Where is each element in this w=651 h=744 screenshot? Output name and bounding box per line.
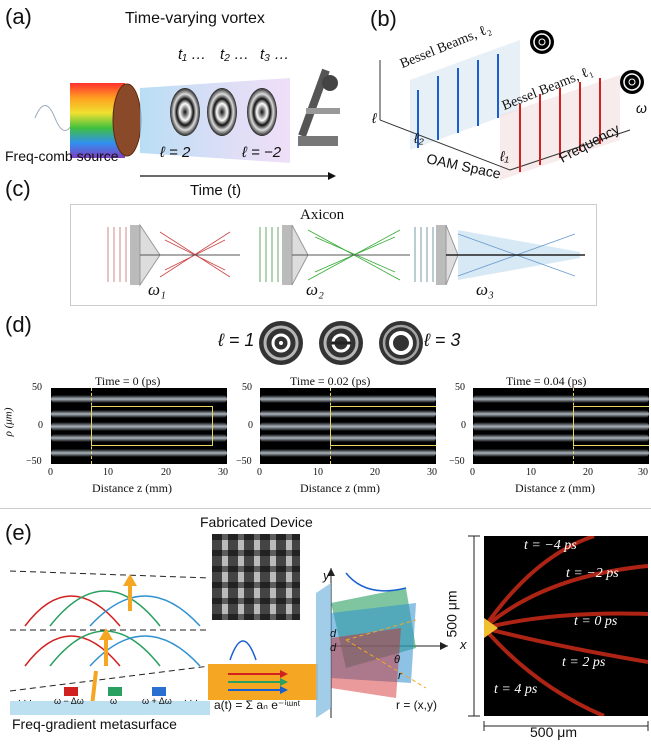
ytick-50-p2: 50: [242, 382, 252, 393]
time-label-p4: t = 4 ps: [494, 682, 538, 697]
axicon-label: Axicon: [300, 207, 345, 223]
y-axis-label: y: [323, 568, 330, 583]
bin-green: [108, 687, 122, 696]
panel-b-diagram: [379, 30, 644, 180]
mode-l1-label: ℓ = 1: [218, 330, 255, 350]
plot1-image: [51, 388, 227, 464]
omega-label: ω: [636, 100, 647, 116]
ytick-50-p3: 50: [455, 382, 465, 393]
time-evolution-image: [484, 536, 648, 716]
mode-profile-icons: [259, 321, 423, 365]
bin-dots-right: . . .: [184, 693, 198, 704]
ytick-50-p1: 50: [32, 382, 42, 393]
ytick-m50-p3: −50: [449, 456, 465, 467]
bin-label-3: ω + Δω: [142, 696, 172, 706]
mode-l3-label: ℓ = 3: [424, 330, 461, 350]
time-label-0: t = 0 ps: [574, 614, 618, 629]
height-scale-label: 500 μm: [443, 590, 460, 638]
section-divider: [0, 508, 651, 509]
metasurface-label: Freq-gradient metasurface: [12, 716, 177, 732]
d-label-2: d: [330, 642, 337, 654]
plot3-image: [473, 388, 649, 464]
vortex-disc-2: [207, 88, 237, 136]
ylabel-p1: ρ (μm): [2, 407, 15, 437]
axis-l-label: ℓ: [372, 110, 377, 126]
xtick-0-p3: 0: [470, 467, 475, 478]
vortex-disc-1: [170, 88, 200, 136]
panel-d-label: (d): [5, 312, 32, 337]
panel-a-label: (a): [5, 4, 32, 29]
bin-dots-left: . . .: [18, 693, 32, 704]
omega1-label: ω₁: [148, 280, 166, 299]
ytick-0-p1: 0: [38, 420, 43, 431]
ytick-0-p3: 0: [461, 420, 466, 431]
xtick-30-p2: 30: [427, 467, 437, 478]
panel-c-label: (c): [5, 176, 31, 201]
d-label-1: d: [330, 628, 337, 640]
source-label: Freq-comb source: [5, 148, 119, 164]
scale-bars: [468, 535, 649, 731]
pulse-diagram: [208, 640, 318, 700]
xtick-30-p1: 30: [218, 467, 228, 478]
ytick-m50-p2: −50: [236, 456, 252, 467]
l1-label: ℓ₁: [500, 148, 509, 164]
time-label-p2: t = 2 ps: [562, 655, 606, 670]
bin-label-1: ω − Δω: [54, 696, 84, 706]
r-equation-label: r = (x,y): [396, 698, 437, 712]
plot2-title: Time = 0.02 (ps): [290, 374, 371, 388]
xtick-10-p3: 10: [526, 467, 536, 478]
xtick-10-p2: 10: [313, 467, 323, 478]
panel-c-frame: [70, 204, 597, 306]
vortex-disc-3: [247, 88, 277, 136]
xtick-20-p3: 20: [583, 467, 593, 478]
time-label-m2: t = −2 ps: [566, 566, 619, 581]
time-label-m4: t = −4 ps: [524, 538, 577, 553]
x-axis-label: x: [460, 637, 467, 652]
xlabel-p1: Distance z (mm): [92, 481, 172, 495]
mode-profile-1: [259, 321, 303, 365]
ytick-m50-p1: −50: [26, 456, 42, 467]
ray-diagram: [316, 568, 448, 718]
panel-a-illustration: [34, 68, 340, 180]
l-left-label: ℓ = 2: [160, 144, 191, 161]
time-label-2: t₂ …: [220, 46, 250, 63]
bin-red: [64, 687, 78, 696]
xtick-0-p1: 0: [48, 467, 53, 478]
panel-a-title: Time-varying vortex: [125, 10, 265, 27]
mode-profile-2: [319, 321, 363, 365]
metasurface-schematic: [9, 570, 211, 715]
plot2-image: [260, 388, 436, 464]
r-label: r: [398, 670, 402, 682]
l2-label: ℓ₂: [414, 130, 424, 146]
device-micrograph: [212, 534, 300, 620]
bin-label-2: ω: [110, 696, 118, 706]
plot1-title: Time = 0 (ps): [95, 374, 161, 388]
panel-e-label: (e): [5, 520, 32, 545]
time-label-1: t₁ …: [178, 46, 207, 63]
xtick-0-p2: 0: [257, 467, 262, 478]
mode-profile-3: [379, 321, 423, 365]
xtick-20-p2: 20: [370, 467, 380, 478]
formula-label: a(t) = Σ aₙ e⁻ⁱᵚⁿᵗ: [214, 698, 301, 712]
xtick-10-p1: 10: [103, 467, 113, 478]
microscope-icon: [298, 68, 340, 146]
time-label-3: t₃ …: [260, 46, 290, 63]
time-axis-label: Time (t): [190, 182, 242, 199]
xtick-20-p1: 20: [161, 467, 171, 478]
spiral-plate-icon: [112, 83, 142, 157]
omega2-label: ω₂: [306, 280, 324, 299]
width-scale-label: 500 μm: [530, 724, 577, 740]
panel-b-label: (b): [370, 6, 397, 31]
xlabel-p2: Distance z (mm): [300, 481, 380, 495]
device-label: Fabricated Device: [200, 514, 313, 530]
xlabel-p3: Distance z (mm): [515, 481, 595, 495]
l-right-label: ℓ = −2: [242, 144, 282, 161]
xtick-30-p3: 30: [638, 467, 648, 478]
bin-blue: [152, 687, 166, 696]
omega3-label: ω₃: [476, 280, 494, 299]
theta-label: θ: [394, 654, 400, 666]
plot3-title: Time = 0.04 (ps): [506, 374, 587, 388]
ytick-0-p2: 0: [248, 420, 253, 431]
axicon-schematics: [107, 223, 585, 287]
